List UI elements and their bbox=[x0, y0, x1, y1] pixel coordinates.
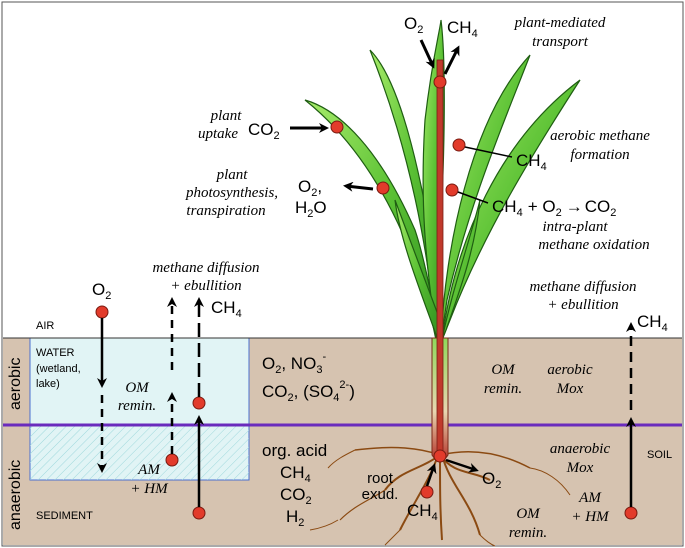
anaerobic-product-3: CO2 bbox=[280, 485, 312, 507]
plant-uptake-label-2: uptake bbox=[198, 126, 238, 142]
aerobic-formation-label-1: aerobic methane bbox=[550, 128, 650, 144]
ch4-top-label: CH4 bbox=[447, 18, 478, 40]
root-o2-label: O2 bbox=[482, 469, 501, 491]
diffusion-right-label-1: methane diffusion bbox=[529, 279, 636, 295]
plant-mediated-label-1: plant-mediated bbox=[514, 15, 606, 31]
diffusion-left-label-2: + ebullition bbox=[170, 278, 241, 294]
aerobic-zone-label: aerobic bbox=[7, 358, 24, 410]
root-exud-label-2: exud. bbox=[362, 486, 399, 503]
om-remin-water-label-2: remin. bbox=[118, 398, 156, 414]
om-remin-soil-label-1: OM bbox=[491, 362, 516, 378]
anaerobic-product-2: CH4 bbox=[280, 463, 311, 485]
anaerobic-product-1: org. acid bbox=[262, 441, 327, 460]
aerobic-acceptors-line-1: O2, NO3- bbox=[262, 351, 326, 376]
photosynthesis-label-2: photosynthesis, bbox=[185, 185, 278, 201]
process-dots bbox=[95, 75, 638, 520]
air-label: AIR bbox=[36, 320, 54, 332]
co2-uptake-label: CO2 bbox=[248, 120, 280, 142]
diffusion-right-label-2: + ebullition bbox=[547, 297, 618, 313]
ch4-left-label: CH4 bbox=[211, 298, 242, 320]
soil-label: SOIL bbox=[647, 449, 672, 461]
om-remin-soil-label-2: remin. bbox=[484, 381, 522, 397]
ch4-formation-label: CH4 bbox=[516, 151, 547, 173]
aerobic-mox-label-2: Mox bbox=[556, 381, 584, 397]
root-exud-label-1: root bbox=[367, 470, 394, 487]
intra-plant-label-2: methane oxidation bbox=[538, 237, 649, 253]
aerobic-acceptors-line-2: CO2, (SO42-) bbox=[262, 379, 355, 404]
process-labels: plant-mediated transport plant uptake pl… bbox=[118, 15, 650, 541]
water-sublabel-1: (wetland, bbox=[36, 363, 81, 375]
oxidation-equation: CH4+ O2→CO2 bbox=[492, 197, 616, 219]
sediment-label: SEDIMENT bbox=[36, 510, 93, 522]
root-exudate-labels: root exud. bbox=[362, 470, 399, 503]
am-hm-left-label-2: + HM bbox=[130, 481, 169, 497]
am-hm-right-label-1: AM bbox=[578, 490, 602, 506]
am-hm-left-label-1: AM bbox=[137, 462, 161, 478]
om-remin-bottom-label-1: OM bbox=[516, 506, 541, 522]
chemical-species: O2 CH4 CO2 O2, H2O CH4 CH4+ O2→CO2 O2 CH… bbox=[92, 14, 668, 529]
water-sublabel-2: lake) bbox=[36, 378, 60, 390]
diffusion-left-label-1: methane diffusion bbox=[152, 260, 259, 276]
intra-plant-label-1: intra-plant bbox=[542, 219, 608, 235]
root-ch4-label: CH4 bbox=[407, 501, 438, 523]
flux-arrows bbox=[97, 39, 636, 507]
o2-photo-label: O2, bbox=[298, 177, 322, 199]
water-label: WATER bbox=[36, 347, 75, 359]
om-remin-bottom-label-2: remin. bbox=[509, 525, 547, 541]
h2o-label: H2O bbox=[295, 198, 327, 220]
plant-uptake-label-1: plant bbox=[210, 108, 243, 124]
anaerobic-product-4: H2 bbox=[286, 507, 304, 529]
om-remin-water-label-1: OM bbox=[125, 380, 150, 396]
ch4-right-label: CH4 bbox=[637, 312, 668, 334]
anaerobic-mox-label-1: anaerobic bbox=[550, 441, 611, 457]
anaerobic-mox-label-2: Mox bbox=[566, 460, 594, 476]
photosynthesis-label-1: plant bbox=[216, 167, 249, 183]
photosynthesis-label-3: transpiration bbox=[186, 203, 265, 219]
plant-mediated-label-2: transport bbox=[532, 34, 589, 50]
o2-top-label: O2 bbox=[404, 14, 423, 36]
water-sediment-hatch bbox=[30, 425, 249, 480]
o2-left-label: O2 bbox=[92, 280, 111, 302]
am-hm-right-label-2: + HM bbox=[571, 509, 610, 525]
anaerobic-zone-label: anaerobic bbox=[7, 460, 24, 530]
plant-aerenchyma bbox=[436, 59, 444, 461]
aerobic-formation-label-2: formation bbox=[570, 147, 629, 163]
aerobic-mox-label-1: aerobic bbox=[547, 362, 593, 378]
